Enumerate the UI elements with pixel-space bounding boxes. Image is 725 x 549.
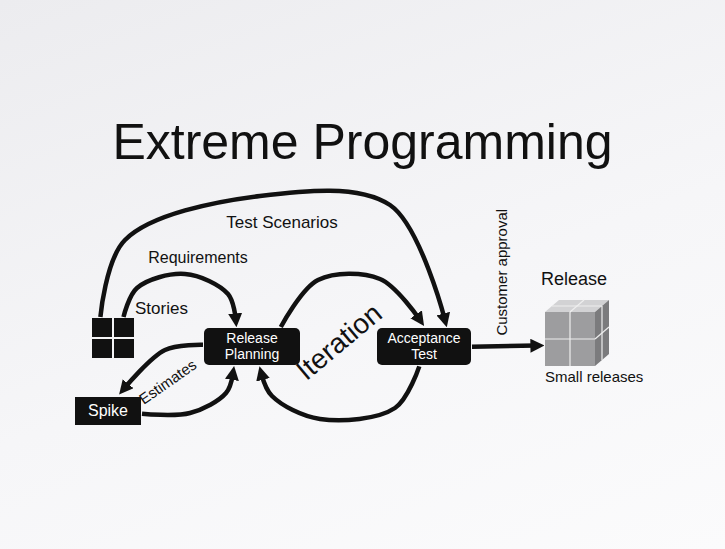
node-heading: Release	[541, 268, 607, 290]
edge-label: Test Scenarios	[226, 214, 338, 233]
node-label: Stories	[135, 300, 188, 318]
process-box: Acceptance Test	[377, 328, 471, 365]
edge-label: Requirements	[148, 249, 248, 267]
box-label: Acceptance Test	[382, 331, 466, 362]
flow-arrow	[100, 191, 444, 319]
stories-node: Stories	[92, 318, 134, 358]
cube-front	[545, 312, 595, 366]
cube-side	[595, 300, 609, 366]
edge-label: Iteration	[291, 298, 388, 387]
cube-seam	[570, 300, 584, 312]
box-label: Release Planning	[209, 331, 295, 362]
edge-label: Customer approval	[494, 209, 511, 336]
process-box: Spike	[75, 397, 141, 425]
stories-icon	[92, 318, 134, 358]
cube-seam	[545, 338, 595, 339]
flow-arrow	[472, 346, 536, 347]
node-caption: Small releases	[545, 368, 643, 386]
release-node: ReleaseSmall releases	[536, 268, 654, 386]
story-card	[92, 318, 112, 337]
release-cube	[545, 298, 611, 368]
diagram-title: Extreme Programming	[0, 112, 725, 172]
flow-arrow	[124, 274, 236, 319]
process-box: Release Planning	[204, 328, 300, 365]
box-label: Spike	[88, 402, 128, 420]
story-card	[114, 318, 134, 337]
flow-arrow	[262, 366, 420, 420]
story-card	[114, 339, 134, 358]
edge-label: Estimates	[136, 356, 199, 407]
story-card	[92, 339, 112, 358]
cube-seam	[595, 327, 609, 339]
